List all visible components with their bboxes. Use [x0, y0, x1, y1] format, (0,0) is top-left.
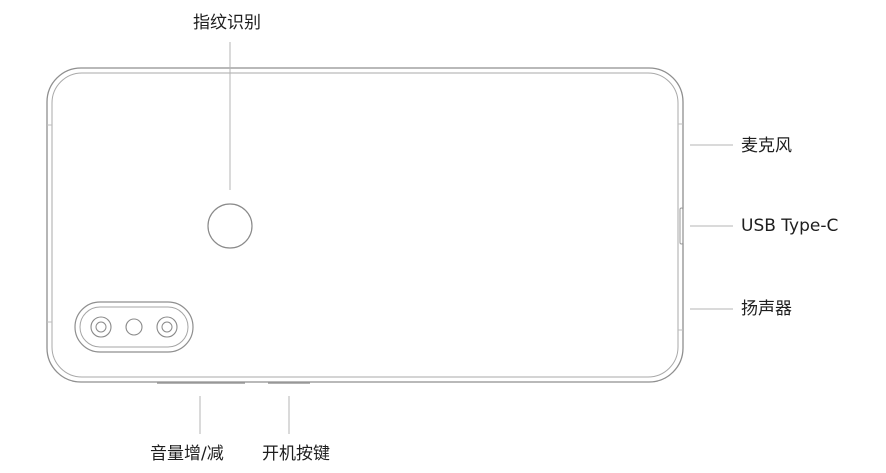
- usb-type-c-label: USB Type-C: [741, 216, 839, 236]
- microphone-label: 麦克风: [741, 136, 792, 156]
- usb-port: [679, 207, 684, 245]
- camera-lens-left-icon: [90, 316, 112, 338]
- speaker-label: 扬声器: [741, 299, 792, 319]
- fingerprint-label: 指纹识别: [193, 13, 261, 33]
- camera-module-inner: [79, 306, 189, 348]
- flash-icon: [125, 318, 143, 336]
- phone-body-inner: [51, 72, 679, 378]
- fingerprint-sensor-icon: [207, 203, 253, 249]
- camera-module-outer: [74, 301, 194, 353]
- phone-body-outer: [46, 67, 684, 383]
- volume-label: 音量增/减: [150, 444, 224, 464]
- camera-lens-right-icon: [156, 316, 178, 338]
- power-button-label: 开机按键: [262, 444, 330, 464]
